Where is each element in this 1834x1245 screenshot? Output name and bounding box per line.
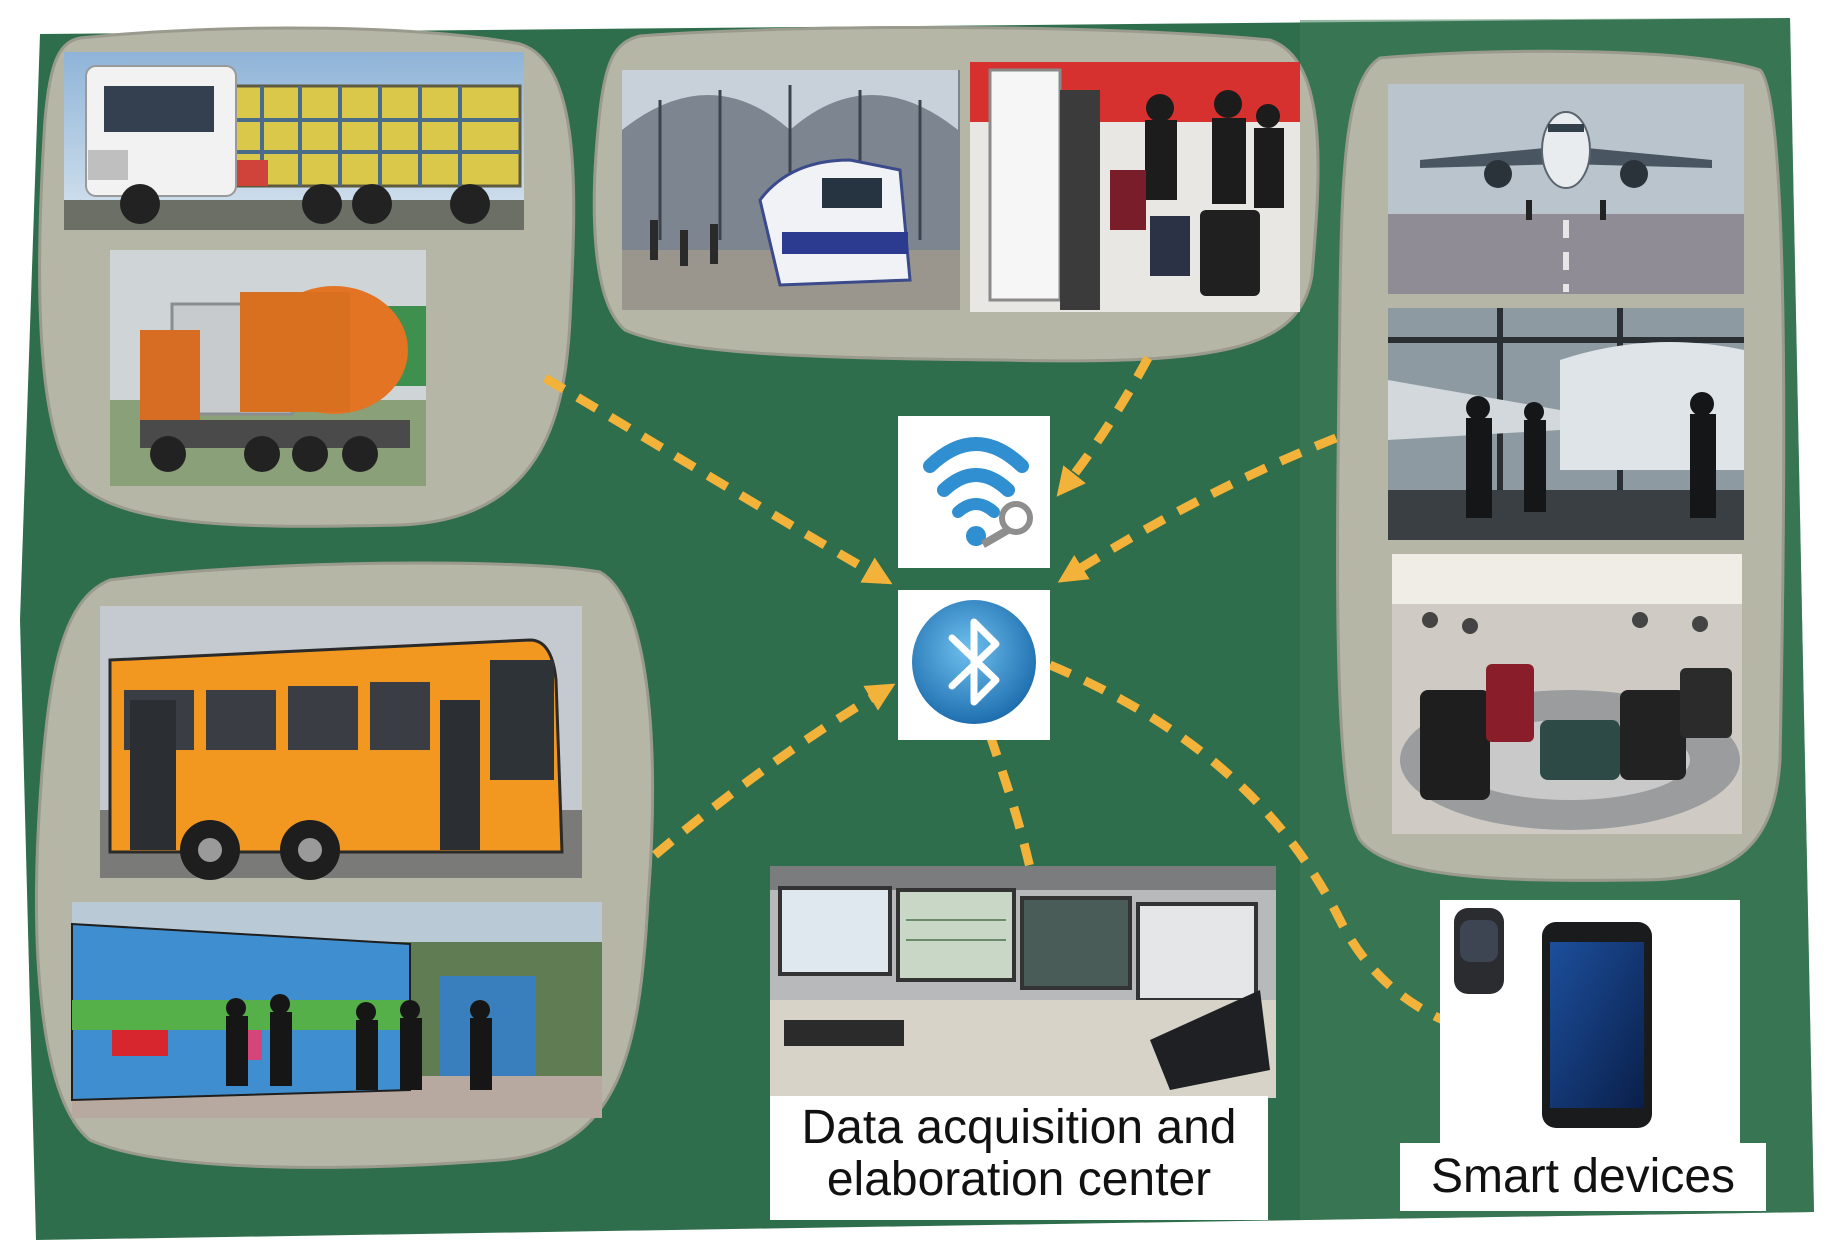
arrow-bus-to-hub	[652, 683, 896, 859]
train-station-photo	[622, 70, 960, 310]
center-label-line-1: Data acquisition and	[801, 1101, 1237, 1154]
arrow-hub-to-center	[985, 733, 1045, 899]
baggage-claim-photo	[1392, 554, 1742, 834]
arrow-road-to-hub	[542, 374, 893, 585]
center-label-line-2: elaboration center	[826, 1152, 1212, 1206]
truck-photo	[64, 52, 524, 230]
data-flow-arrows	[542, 355, 1509, 1050]
train-boarding-photo	[970, 62, 1300, 312]
wifi-key-icon	[898, 416, 1050, 568]
airplane-takeoff-photo	[1388, 84, 1744, 294]
smart-devices-label: Smart devices	[1400, 1143, 1766, 1211]
bus-stop-photo	[71, 902, 602, 1118]
control-center-photo	[770, 866, 1276, 1098]
city-bus-photo	[100, 606, 582, 880]
arrow-air-to-hub	[1057, 433, 1338, 583]
tanker-photo	[110, 250, 426, 486]
arrow-hub-to-smart-devices	[1048, 660, 1509, 1050]
airport-terminal-photo	[1388, 308, 1744, 540]
smart-devices-photo	[1440, 900, 1740, 1144]
arrow-rail-to-hub	[1056, 355, 1152, 497]
data-acquisition-center-label: Data acquisition and elaboration center	[770, 1096, 1268, 1220]
bluetooth-icon	[898, 590, 1050, 740]
